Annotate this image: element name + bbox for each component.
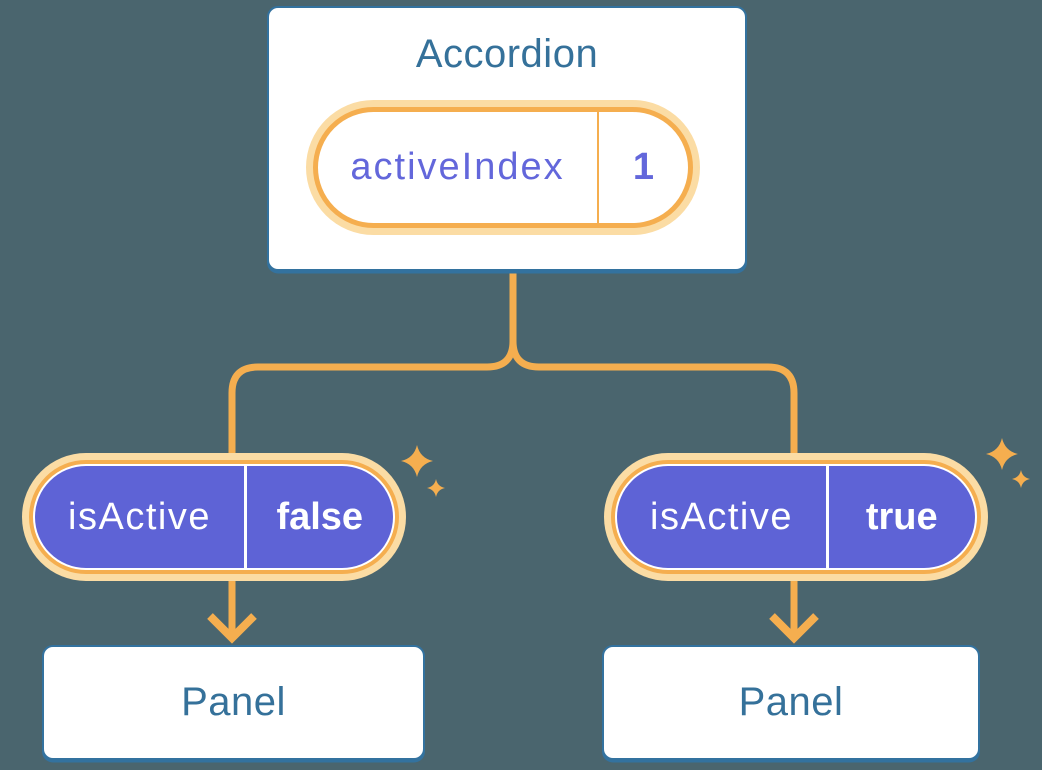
pill-label: isActive: [650, 495, 793, 538]
is-active-pill-left-core: isActive false: [35, 466, 393, 568]
pill-value: true: [865, 495, 938, 538]
sparkle-icon: [986, 438, 1030, 488]
pill-label: activeIndex: [350, 146, 565, 188]
is-active-pill-left-body: isActive false: [29, 460, 399, 574]
is-active-pill-right-core: isActive true: [617, 466, 975, 568]
panel-card-right: Panel: [602, 645, 980, 760]
is-active-pill-right: isActive true: [604, 453, 988, 581]
connector-right-branch: [509, 271, 798, 634]
arrow-down-icon: [207, 613, 257, 644]
active-index-pill: activeIndex 1: [306, 100, 700, 235]
is-active-pill-right-body: isActive true: [611, 460, 981, 574]
pill-value: false: [276, 495, 364, 538]
accordion-title: Accordion: [415, 32, 599, 76]
arrow-down-icon: [769, 613, 819, 644]
pill-divider: [597, 112, 599, 223]
pill-value: 1: [632, 146, 655, 188]
pill-label: isActive: [68, 495, 211, 538]
panel-title: Panel: [738, 680, 844, 724]
sparkle-icon: [401, 445, 445, 497]
is-active-pill-left: isActive false: [22, 453, 406, 581]
pill-divider: [826, 466, 829, 568]
active-index-pill-body: activeIndex 1: [313, 107, 693, 228]
panel-card-left: Panel: [42, 645, 425, 760]
pill-divider: [244, 466, 247, 568]
panel-title: Panel: [181, 680, 286, 724]
